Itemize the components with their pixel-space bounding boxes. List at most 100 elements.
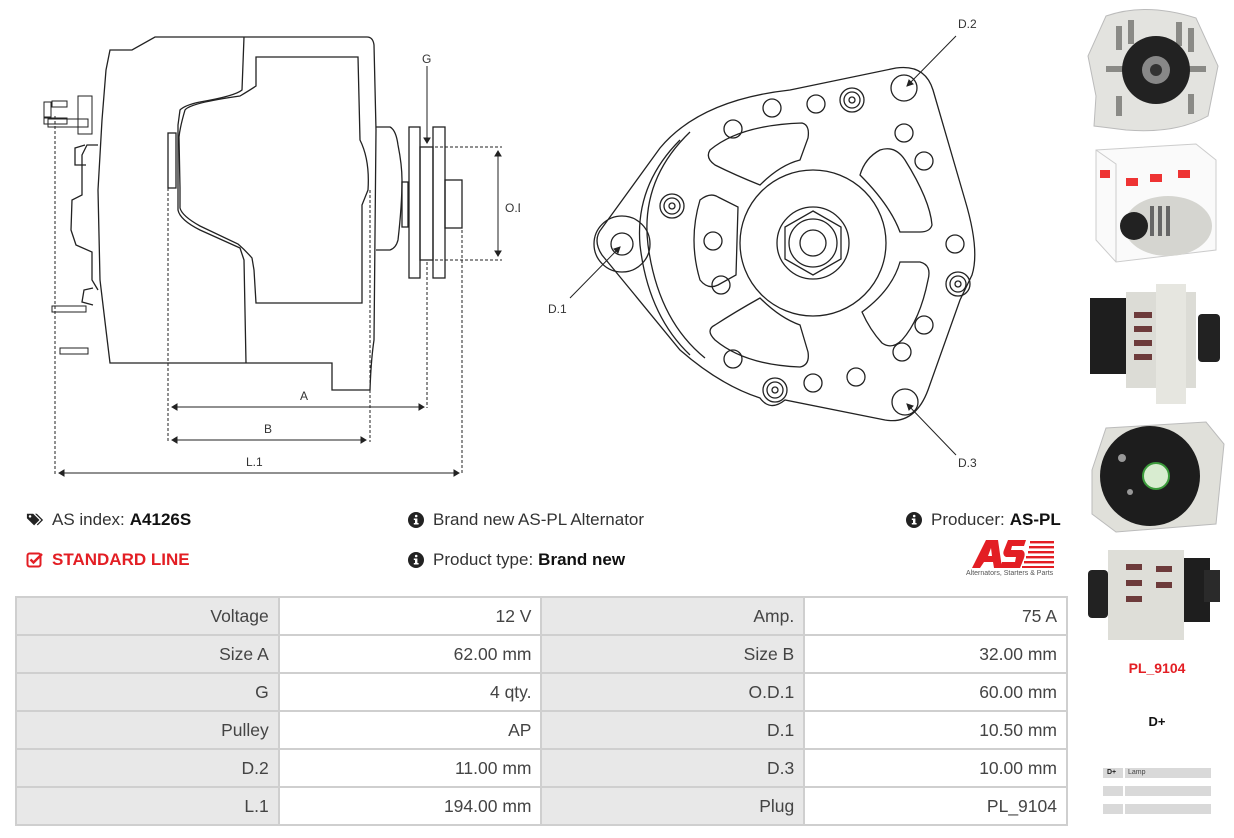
plug-pin-title: D+ (1148, 714, 1166, 729)
spec-label: Amp. (540, 596, 806, 636)
spec-value: 60.00 mm (803, 672, 1068, 712)
hole-d1 (610, 232, 634, 256)
spec-label: Pulley (15, 710, 280, 750)
alternator-rear-photo[interactable] (1086, 414, 1226, 536)
spec-label: Plug (540, 786, 806, 826)
as-index-row: AS index: A4126S (26, 510, 191, 530)
info-circle-icon (408, 552, 424, 568)
front-hub (376, 126, 403, 251)
as-logo-mark (972, 540, 1054, 568)
rotor-face (739, 169, 887, 317)
pin-description (1125, 786, 1211, 796)
housing-outline (97, 36, 377, 391)
mounting-studs (43, 95, 93, 355)
producer-value: AS-PL (1009, 510, 1061, 529)
info-circle-icon (408, 512, 424, 528)
info-circle-icon (906, 512, 922, 528)
plug-pin-table: D+Lamp (1103, 768, 1211, 822)
end-plate-arc (646, 131, 706, 359)
shaft-nut (444, 179, 463, 229)
pin-description: Lamp (1125, 768, 1211, 778)
shaft-spacer (401, 181, 409, 228)
spec-label: Size A (15, 634, 280, 674)
alternator-side-photo-2[interactable] (1086, 542, 1226, 648)
plug-code: PL_9104 (1128, 660, 1186, 676)
alternator-front-photo[interactable] (1086, 6, 1226, 138)
end-plate-outline (596, 66, 976, 422)
spec-value: 12 V (277, 596, 543, 636)
spec-value: 75 A (803, 596, 1068, 636)
spec-value: 11.00 mm (277, 748, 543, 788)
pin-description (1125, 804, 1211, 814)
pin-id (1103, 804, 1123, 814)
nut-ring (776, 206, 850, 280)
shaft-end (799, 229, 827, 257)
vent-holes (703, 94, 965, 393)
spec-value: 4 qty. (277, 672, 543, 712)
label-d3: D.3 (958, 456, 977, 470)
as-index-label: AS index: (52, 510, 125, 529)
label-b: B (264, 422, 272, 436)
label-a: A (300, 389, 308, 403)
description-row: Brand new AS-PL Alternator (407, 510, 644, 530)
spec-value: 194.00 mm (277, 786, 543, 826)
hole-d3 (891, 388, 919, 416)
spec-label: D.1 (540, 710, 806, 750)
label-d2: D.2 (958, 17, 977, 31)
rear-terminal-lower (81, 287, 94, 306)
vent-slots (693, 122, 933, 368)
spec-value: PL_9104 (803, 786, 1068, 826)
logo-tagline: Alternators, Starters & Parts (966, 570, 1054, 577)
spec-value: 10.00 mm (803, 748, 1068, 788)
plug-pin-row (1103, 804, 1211, 814)
product-type-label: Product type: (433, 550, 534, 569)
hole-d2 (890, 74, 918, 102)
mount-boss-d1 (593, 215, 651, 273)
spec-label: G (15, 672, 280, 712)
front-view-diagram: D.1 D.2 D.3 (548, 17, 977, 470)
as-index-value: A4126S (129, 510, 192, 529)
pulley-groove (419, 146, 434, 261)
producer-label: Producer: (931, 510, 1005, 529)
producer-row: Producer: AS-PL (905, 510, 1061, 530)
spec-label: O.D.1 (540, 672, 806, 712)
dimension-lines (54, 116, 502, 475)
hex-nut (784, 210, 842, 276)
spec-label: D.3 (540, 748, 806, 788)
bearing-plate (167, 132, 177, 189)
as-pl-logo: Alternators, Starters & Parts (964, 538, 1070, 582)
leader-lines (569, 35, 957, 456)
end-plate-arc-2 (638, 139, 691, 356)
alternator-box-photo[interactable] (1086, 140, 1226, 270)
pin-id: D+ (1103, 768, 1123, 778)
checkbox-checked-icon (26, 552, 43, 568)
spec-value: 10.50 mm (803, 710, 1068, 750)
label-d1: D.1 (548, 302, 567, 316)
label-l1: L.1 (246, 455, 263, 469)
spec-label: D.2 (15, 748, 280, 788)
pulley-flange-2 (432, 126, 446, 279)
spec-value: 62.00 mm (277, 634, 543, 674)
spec-label: L.1 (15, 786, 280, 826)
standard-line-badge: STANDARD LINE (26, 550, 190, 570)
product-type-value: Brand new (538, 550, 626, 569)
spec-value: AP (277, 710, 543, 750)
spec-value: 32.00 mm (803, 634, 1068, 674)
label-od1: O.D.1 (505, 201, 520, 215)
rear-terminal-upper (74, 144, 86, 166)
side-view-diagram: G O.D.1 A B L.1 (43, 36, 520, 477)
spec-label: Size B (540, 634, 806, 674)
description-text: Brand new AS-PL Alternator (433, 510, 645, 529)
spec-label: Voltage (15, 596, 280, 636)
alternator-side-photo[interactable] (1086, 282, 1226, 408)
plug-pin-row (1103, 786, 1211, 796)
pulley-flange-1 (408, 126, 421, 279)
plug-pin-row: D+Lamp (1103, 768, 1211, 778)
product-type-row: Product type: Brand new (407, 550, 625, 570)
rear-cover (70, 144, 99, 291)
